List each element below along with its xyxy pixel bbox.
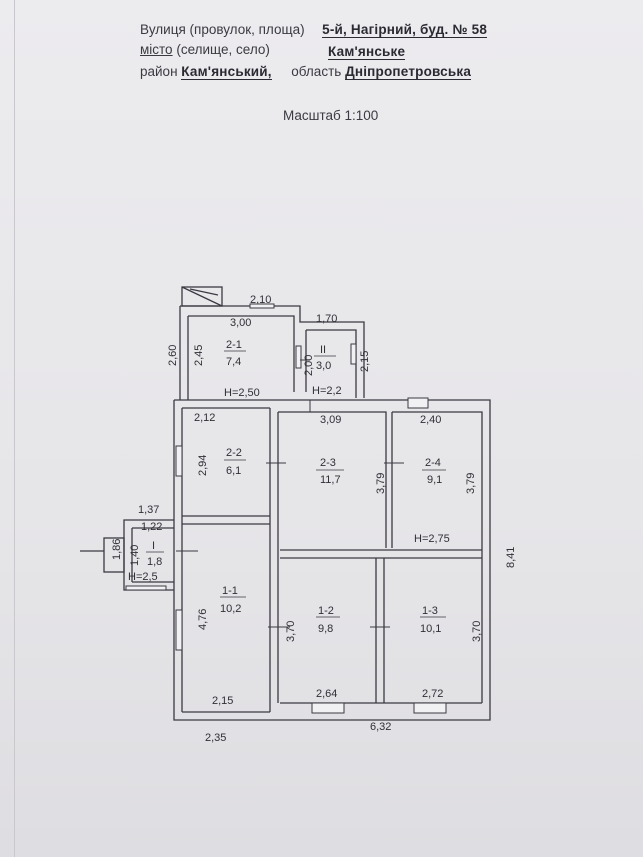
- dim-3-00: 3,00: [230, 317, 251, 329]
- dim-3-70-left: 3,70: [285, 621, 297, 642]
- dim-2-40: 2,40: [420, 414, 441, 426]
- dim-4-76: 4,76: [197, 609, 209, 630]
- dim-6-32: 6,32: [370, 721, 391, 733]
- room-1-1-area: 10,2: [220, 603, 241, 615]
- dim-1-40: 1,40: [129, 545, 141, 566]
- dim-3-70-right: 3,70: [471, 621, 483, 642]
- room-2-1-number: 2-1: [226, 339, 242, 351]
- dim-3-79-right: 3,79: [465, 473, 477, 494]
- window-2-1-right: [295, 345, 302, 369]
- room-1-2-number: 1-2: [318, 605, 334, 617]
- street-label: Вулиця (провулок, площа): [140, 22, 305, 37]
- room-2-1-area: 7,4: [226, 356, 241, 368]
- room-2-2-area: 6,1: [226, 465, 241, 477]
- inner-wall-2-1: [188, 315, 295, 392]
- district-value: Кам'янський,: [181, 64, 272, 80]
- dim-2-45: 2,45: [193, 345, 205, 366]
- district-region-row: район Кам'янський, область Дніпропетровс…: [140, 64, 472, 80]
- dim-2-15-vertical: 2,15: [359, 351, 371, 372]
- dim-2-35: 2,35: [205, 732, 226, 744]
- city-row: місто (селище, село): [140, 42, 270, 57]
- height-2-4: H=2,75: [414, 533, 450, 545]
- window-1-2-bottom: [311, 702, 345, 714]
- height-2-1: H=2,50: [224, 387, 260, 399]
- city-label-rest: (селище, село): [172, 42, 270, 57]
- inner-wall-II: [306, 329, 357, 398]
- dim-3-79-left: 3,79: [375, 473, 387, 494]
- dim-2-15-bottom: 2,15: [212, 695, 233, 707]
- window-2-4-top: [407, 397, 429, 409]
- window-1-1-left: [175, 609, 183, 651]
- region-value: Дніпропетровська: [345, 64, 472, 80]
- region-label: область: [291, 64, 342, 79]
- vestibule-step: [103, 537, 125, 573]
- dim-2-00: 2,00: [303, 355, 315, 376]
- district-label: район: [140, 64, 178, 79]
- outer-wall-main: [173, 399, 491, 721]
- dim-8-41: 8,41: [505, 547, 517, 568]
- dim-1-86: 1,86: [111, 539, 123, 560]
- dim-1-37: 1,37: [138, 504, 159, 516]
- room-2-4-area: 9,1: [427, 474, 442, 486]
- dim-1-70: 1,70: [316, 313, 337, 325]
- room-2-3-number: 2-3: [320, 457, 336, 469]
- window-II-right: [350, 343, 357, 365]
- room-1-3-area: 10,1: [420, 623, 441, 635]
- dim-2-60: 2,60: [167, 345, 179, 366]
- porch-diagonal: [181, 286, 223, 307]
- room-2-2-number: 2-2: [226, 447, 242, 459]
- city-value-row: Кам'янське: [328, 44, 406, 60]
- window-1-3-bottom: [413, 702, 447, 714]
- room-1-2-area: 9,8: [318, 623, 333, 635]
- inner-2-3: [278, 411, 387, 548]
- scale-label: Масштаб 1:100: [283, 108, 379, 123]
- room-II-number: II: [320, 344, 326, 356]
- room-I-number: I: [152, 540, 155, 552]
- street-row: Вулиця (провулок, площа) 5-й, Нагірний, …: [140, 22, 488, 38]
- room-2-3-area: 11,7: [320, 474, 341, 486]
- city-value: Кам'янське: [328, 44, 406, 60]
- dim-1-22: 1,22: [141, 521, 162, 533]
- room-1-3-number: 1-3: [422, 605, 438, 617]
- dim-3-09: 3,09: [320, 414, 341, 426]
- room-1-1-number: 1-1: [222, 585, 238, 597]
- dim-2-72: 2,72: [422, 688, 443, 700]
- porch-arrow: [189, 288, 219, 296]
- dim-2-10: 2,10: [250, 294, 271, 306]
- dim-2-12: 2,12: [194, 412, 215, 424]
- room-II-area: 3,0: [316, 360, 331, 372]
- window-vestibule-bottom: [125, 585, 167, 591]
- window-top-2-1: [249, 303, 275, 309]
- dim-2-64: 2,64: [316, 688, 337, 700]
- window-2-2-left: [175, 445, 183, 477]
- room-I-area: 1,8: [147, 556, 162, 568]
- inner-2-4: [392, 411, 483, 703]
- page-edge-line: [14, 0, 15, 857]
- dim-2-94: 2,94: [197, 455, 209, 476]
- room-2-4-number: 2-4: [425, 457, 441, 469]
- street-value: 5-й, Нагірний, буд. № 58: [322, 22, 488, 38]
- city-label: місто: [140, 42, 173, 57]
- height-I: H=2,5: [128, 571, 158, 583]
- height-II: H=2,2: [312, 385, 342, 397]
